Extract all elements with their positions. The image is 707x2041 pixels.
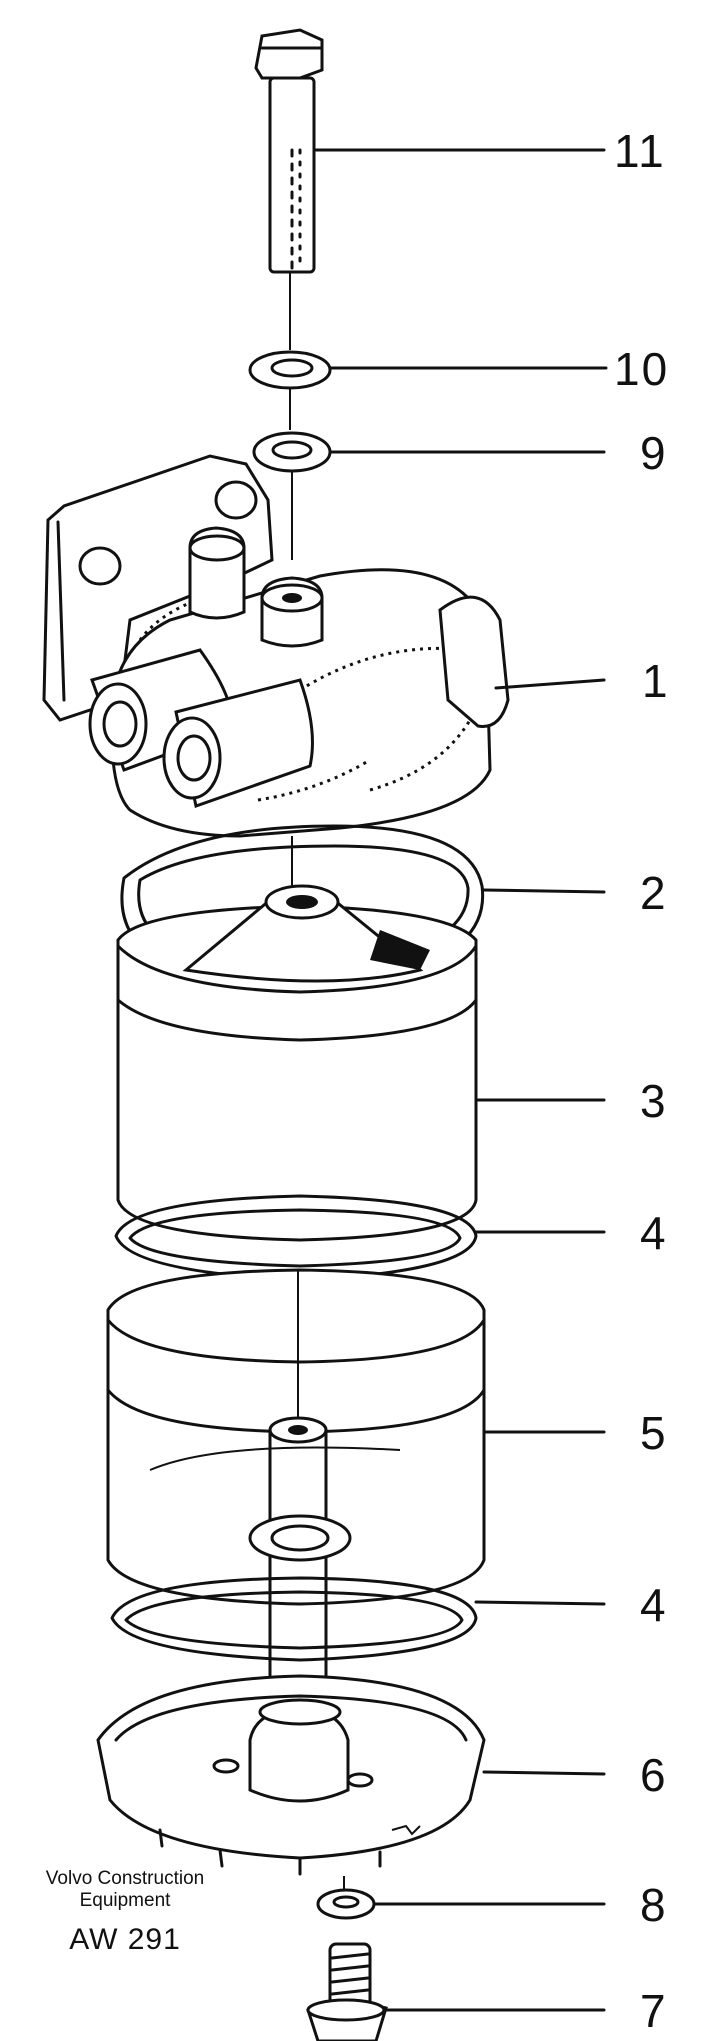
callout-8: 8 bbox=[640, 1879, 668, 1931]
part-3-filter-cartridge bbox=[116, 884, 478, 1242]
callout-1: 1 bbox=[642, 655, 670, 707]
part-1-filter-head bbox=[42, 454, 510, 890]
illustration-code: AW 291 bbox=[69, 1923, 181, 1956]
callout-10: 10 bbox=[614, 343, 670, 395]
leader-line-1 bbox=[494, 678, 606, 690]
callout-6: 6 bbox=[640, 1749, 668, 1801]
leader-lines bbox=[314, 148, 608, 2012]
part-8-washer bbox=[316, 1876, 376, 1920]
callout-4-upper: 4 bbox=[640, 1207, 668, 1259]
callout-5: 5 bbox=[640, 1407, 668, 1459]
credit-line-1: Volvo Construction bbox=[45, 1868, 205, 1889]
callout-7: 7 bbox=[640, 1985, 668, 2037]
part-7-drain-plug bbox=[306, 1942, 388, 2041]
part-4-o-ring-upper bbox=[114, 1194, 478, 1282]
callout-9: 9 bbox=[640, 427, 668, 479]
callout-2: 2 bbox=[640, 867, 668, 919]
credit-line-2: Equipment bbox=[79, 1890, 171, 1911]
leader-line-4-lower bbox=[474, 1600, 606, 1606]
callout-4-lower: 4 bbox=[640, 1579, 668, 1631]
part-6-bottom-cover bbox=[96, 1674, 486, 1876]
part-9-sealing-washer bbox=[252, 431, 332, 560]
part-4-o-ring-lower bbox=[110, 1576, 478, 1662]
part-11-bolt bbox=[254, 28, 324, 350]
callout-3: 3 bbox=[640, 1075, 668, 1127]
part-10-lock-washer bbox=[248, 350, 332, 430]
leader-line-2 bbox=[482, 888, 606, 894]
leader-line-6 bbox=[482, 1770, 606, 1776]
callout-11: 11 bbox=[614, 125, 666, 177]
credit-block: Volvo Construction Equipment AW 291 bbox=[30, 1868, 220, 1958]
